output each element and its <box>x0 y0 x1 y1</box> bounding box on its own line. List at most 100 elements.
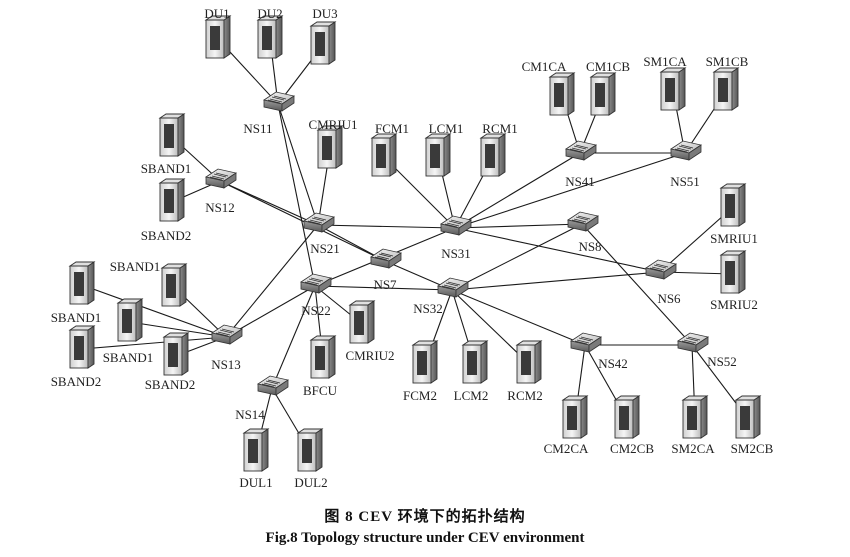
switch-arrow-mark <box>213 173 227 178</box>
link-ns31-ns51 <box>454 152 686 229</box>
switch-arrow-mark <box>443 284 457 289</box>
switch-arrow-mark <box>263 382 277 387</box>
switch-label: NS21 <box>310 241 340 256</box>
figure-caption-english: Fig.8 Topology structure under CEV envir… <box>265 530 585 546</box>
device-label: LCM1 <box>429 121 464 136</box>
server-top-face <box>479 133 507 139</box>
server-drive-bay <box>417 351 427 375</box>
switch-side-face <box>688 144 702 161</box>
server-top-face <box>316 125 344 131</box>
switch-ns51: NS51 <box>669 140 703 189</box>
switch-label: NS31 <box>441 246 471 261</box>
switch-label: NS42 <box>598 356 628 371</box>
link-ns32-ns8 <box>451 223 583 291</box>
device-sm1ca: SM1CA <box>643 54 687 111</box>
switch-arrow-mark <box>676 147 690 152</box>
switch-arrow-mark <box>374 256 388 261</box>
switch-arrow-mark <box>267 379 281 384</box>
switch-arrow-mark <box>307 220 321 225</box>
server-side-face <box>738 183 746 227</box>
switch-arrow-mark <box>313 216 327 221</box>
switch-arrow-mark <box>308 278 322 283</box>
device-label: CMRIU1 <box>308 117 357 132</box>
device-label: DU3 <box>312 6 337 21</box>
switch-arrow-mark <box>687 336 701 341</box>
switch-arrow-mark <box>450 219 464 224</box>
switch-label: NS52 <box>707 354 737 369</box>
switch-arrow-mark <box>448 220 462 225</box>
server-top-face <box>734 395 762 401</box>
device-sband1: SBAND1 <box>103 298 153 365</box>
device-sband2: SBAND2 <box>141 178 192 243</box>
server-top-face <box>461 340 489 346</box>
device-cm1cb: CM1CB <box>586 59 630 116</box>
switch-ns7: NS7 <box>369 248 403 292</box>
server-top-face <box>681 395 709 401</box>
link-ns31-ns41 <box>454 152 581 229</box>
device-fcm1: FCM1 <box>370 121 409 177</box>
server-top-face <box>613 395 641 401</box>
device-smriu2: SMRIU2 <box>710 250 758 312</box>
link-sband1b-ns13 <box>81 284 227 338</box>
server-top-face <box>515 340 543 346</box>
switch-side-face <box>663 263 677 280</box>
server-drive-bay <box>164 124 174 148</box>
server-drive-bay <box>595 83 605 107</box>
switch-arrow-mark <box>649 267 663 272</box>
server-side-face <box>430 340 438 384</box>
server-top-face <box>712 67 740 73</box>
server-top-face <box>158 113 186 119</box>
server-side-face <box>608 72 616 116</box>
server-drive-bay <box>322 136 332 160</box>
link-ns32-ns42 <box>451 289 586 346</box>
server-drive-bay <box>168 343 178 367</box>
server-drive-bay <box>740 406 750 430</box>
device-label: SM1CB <box>706 54 749 69</box>
server-drive-bay <box>619 406 629 430</box>
switch-ns52: NS52 <box>676 332 737 369</box>
device-label: DU1 <box>204 6 229 21</box>
server-side-face <box>223 15 231 59</box>
switch-ns6: NS6 <box>644 259 681 306</box>
device-cmriu2: CMRIU2 <box>345 300 395 363</box>
server-drive-bay <box>74 336 84 360</box>
switch-arrow-mark <box>378 253 392 258</box>
switch-arrow-mark <box>447 281 461 286</box>
device-smriu1: SMRIU1 <box>710 183 758 246</box>
device-label: CM1CB <box>586 59 630 74</box>
server-top-face <box>296 428 324 434</box>
device-label: SBAND1 <box>141 161 192 176</box>
switch-arrow-mark <box>569 148 583 153</box>
link-sband1d-ns13 <box>129 321 227 338</box>
switch-ns12: NS12 <box>204 168 238 215</box>
device-label: DUL2 <box>294 475 327 490</box>
device-label: SM1CA <box>643 54 687 69</box>
device-label: SBAND2 <box>141 228 192 243</box>
server-side-face <box>179 263 187 307</box>
switch-arrow-mark <box>674 148 688 153</box>
server-drive-bay <box>665 78 675 102</box>
link-ns31-ns8 <box>454 223 583 229</box>
switch-arrow-mark <box>271 96 285 101</box>
device-label: CM1CA <box>522 59 567 74</box>
device-du2: DU2 <box>256 6 284 59</box>
switch-label: NS51 <box>670 174 700 189</box>
device-sm2cb: SM2CB <box>731 395 774 456</box>
device-cm2cb: CM2CB <box>610 395 654 456</box>
switch-label: NS14 <box>235 407 265 422</box>
switch-arrow-mark <box>577 215 591 220</box>
server-top-face <box>659 67 687 73</box>
device-label: LCM2 <box>454 388 489 403</box>
switch-arrow-mark <box>655 263 669 268</box>
link-ns22-ns14 <box>271 285 316 389</box>
switch-arrow-mark <box>446 222 460 227</box>
server-side-face <box>534 340 542 384</box>
server-drive-bay <box>521 351 531 375</box>
switch-ns8: NS8 <box>566 211 602 254</box>
server-drive-bay <box>485 144 495 168</box>
switch-ns14: NS14 <box>235 375 290 422</box>
switch-side-face <box>588 336 602 353</box>
switch-ns41: NS41 <box>564 140 598 189</box>
switch-arrow-mark <box>310 277 324 282</box>
server-top-face <box>561 395 589 401</box>
